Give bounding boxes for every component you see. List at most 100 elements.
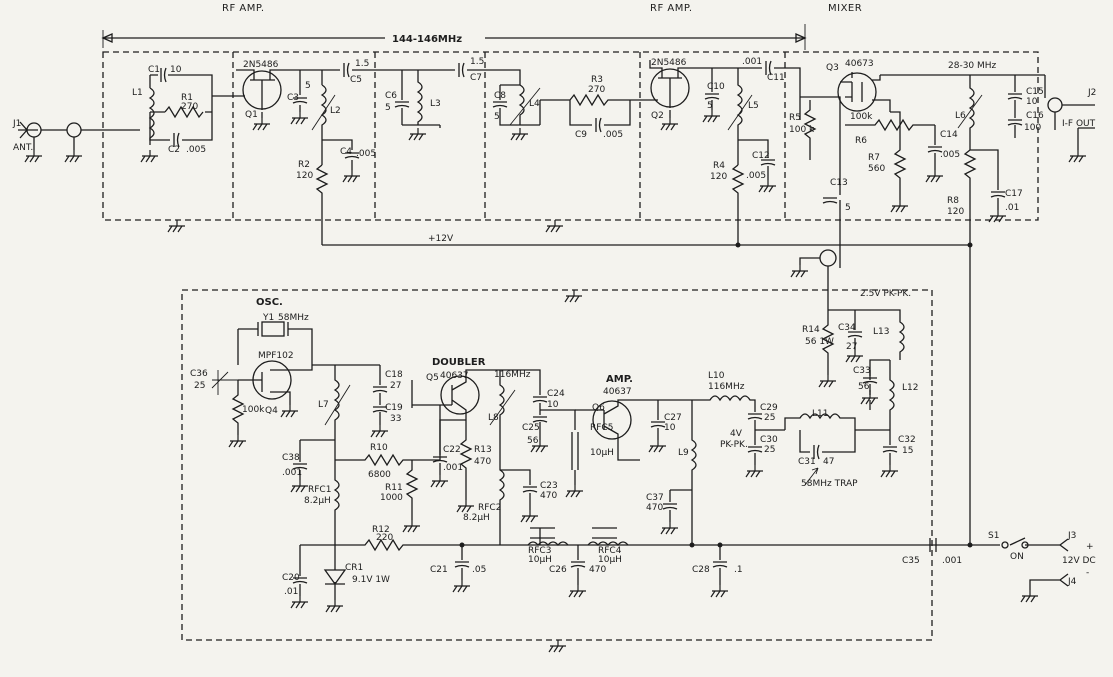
c34-value: 27 [846,342,857,352]
c8-ref: C8 [494,91,506,101]
rfc4-value: 10μH [598,555,622,565]
y1-leads [237,322,313,365]
c20-ref: C20 [282,573,300,583]
osc-title: OSC. [256,297,283,308]
c26-value: 470 [589,565,606,575]
s1-switch [940,537,1060,546]
rf1-bias-network [149,74,213,141]
r3-c9-network [540,93,650,126]
c25-value: 56 [527,436,539,446]
c38-leads [299,439,335,480]
c37-capacitor [662,503,678,510]
l10-freq: 116MHz [708,382,745,392]
c16-value: 100 [1024,123,1041,133]
junction-dot [967,242,973,248]
pkpk-label: 2.5V PK-PK. [860,289,911,299]
q1-ref: Q1 [245,110,258,120]
q5-leads [439,369,500,430]
c10-ref: C10 [707,82,725,92]
rfc1-ref: RFC1 [308,485,331,495]
c23-leads [500,469,531,510]
rf-shield-box [102,51,1039,221]
amp-title: AMP. [606,374,633,385]
c11-value: .001 [742,57,762,67]
plus-label: + [1086,542,1094,552]
l8-ref: L8 [488,413,499,423]
c28-ref: C28 [692,565,710,575]
plus-12v-line [322,240,971,545]
rfc2-ref: RFC2 [478,503,501,513]
c7-ref: C7 [470,73,482,83]
c22-value: .001 [443,463,463,473]
r7-ref: R7 [868,153,880,163]
r12-supply-line [335,538,940,552]
q6-ref: Q6 [592,403,605,413]
c17-value: .01 [1005,203,1019,213]
lo-coax-leads [799,257,829,300]
y1-crystal-icon [261,321,285,337]
r4-value: 120 [710,172,727,182]
rf-amp-stage-2: 2N5486 Q2 C10 5 .001 C11 L5 R4 120 C12 .… [649,57,801,245]
c15-value: 10 [1026,97,1038,107]
r12-ref: R12 [372,525,390,535]
ground-icon [890,199,909,213]
c15-capacitor [1007,93,1023,100]
r7-resistor [890,111,907,200]
c6-capacitor [394,101,410,108]
c24-capacitor [532,396,548,403]
q6-leads [575,399,700,461]
r14-value: 56 1W [805,337,834,347]
c33-leads [869,359,880,392]
lo-shield-ground [564,289,583,303]
l10-coil [700,395,756,430]
lo-output-filter: L10 116MHz C29 25 C30 25 4V PK-PK. L11 C… [700,289,918,489]
c14-value: .005 [940,150,960,160]
l6-output-tank [880,74,1045,150]
r9-value: 100k [242,405,265,415]
c15-ref: C15 [1026,87,1044,97]
q3-part: 40673 [845,59,874,69]
l12-ref: L12 [902,383,918,393]
c35-ref: C35 [902,556,920,566]
j4-jack [1029,573,1069,590]
c22-r13 [439,419,473,500]
ground-icon [702,109,721,123]
ground-icon [758,179,777,193]
q4-ref: Q4 [265,406,278,416]
c5-capacitor [343,62,350,78]
q5-ref: Q5 [426,373,439,383]
r5-resistor [803,100,817,160]
section-headers: RF AMP. RF AMP. MIXER 144-146MHz [101,3,862,50]
r4-ref: R4 [713,161,725,171]
rf-amp-2-title: RF AMP. [650,3,693,14]
j2-lines [1044,75,1095,150]
c1-ref: C1 [148,65,160,75]
c25-ref: C25 [522,423,540,433]
y1-ref: Y1 [262,313,274,323]
cr1-zener-icon [323,569,347,586]
ground-icon [228,434,247,448]
ground-icon [452,579,471,593]
r7-value: 560 [868,164,885,174]
j1-label: J1 [12,119,21,129]
l13-ref: L13 [873,327,889,337]
l6-ref: L6 [955,111,966,121]
c13-ref: C13 [830,178,848,188]
r10-value: 6800 [368,470,391,480]
shield-ground [545,219,564,233]
q2-ref: Q2 [651,111,664,121]
l11-ref: L11 [812,409,828,419]
c21-capacitor [454,561,470,568]
q3-mosfet-icon [837,72,877,112]
junction-dot [967,542,973,548]
c33-ref: C33 [853,366,871,376]
plus-12v-label: +12V [428,234,454,244]
ground-icon [660,521,679,535]
c10-value: 5 [707,101,713,111]
ground-icon [290,479,309,493]
coax-shield [33,137,75,150]
c2-ref: C2 [168,145,180,155]
c21-value: .05 [472,565,486,575]
q2-leads [649,60,712,118]
c3-value: 5 [305,81,311,91]
